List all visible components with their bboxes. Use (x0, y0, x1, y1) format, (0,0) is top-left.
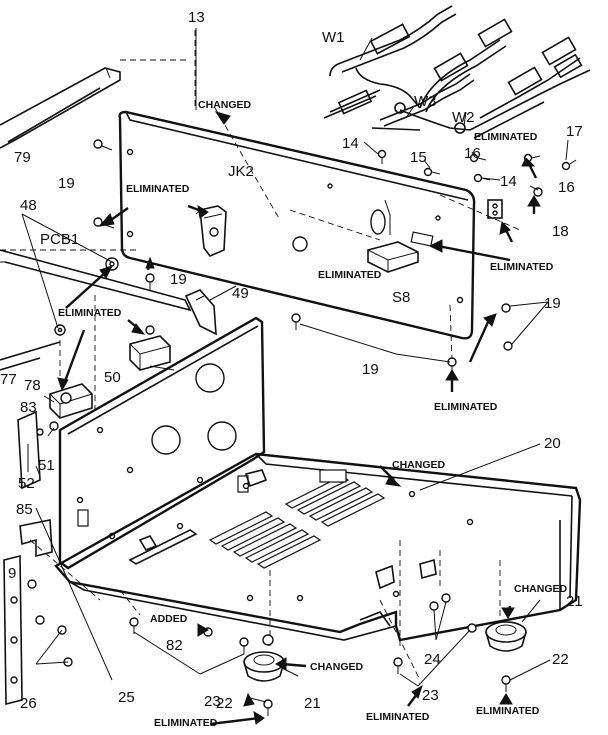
pointer-arrows (57, 111, 541, 726)
label-14-b: 14 (500, 173, 517, 190)
label-83: 83 (20, 399, 37, 416)
label-19-right: 19 (544, 295, 561, 312)
screw-16-b (533, 187, 543, 197)
foot-21-right (485, 621, 527, 652)
screw-19-bottom (291, 313, 301, 330)
label-52: 52 (18, 475, 35, 492)
screw-19-right-a (501, 303, 511, 313)
label-23-left: 23 (204, 693, 221, 710)
leader-lines (21, 28, 569, 703)
note-eliminated-top-right: ELIMINATED (474, 131, 538, 143)
note-changed-foot-right: CHANGED (514, 583, 568, 595)
label-w1: W1 (322, 29, 345, 46)
screw-19-top-left (93, 139, 113, 151)
label-25: 25 (118, 689, 135, 706)
screw-24-b (441, 593, 451, 603)
label-50: 50 (104, 369, 121, 386)
label-24: 24 (424, 651, 441, 668)
screw-22-b (501, 675, 511, 692)
left-top-panel (0, 67, 121, 149)
rear-connector (410, 231, 434, 247)
label-78: 78 (24, 377, 41, 394)
jack-jk2 (195, 205, 227, 257)
note-eliminated-bottom-left: ELIMINATED (154, 717, 218, 729)
label-s8: S8 (392, 289, 410, 306)
screw-14 (377, 149, 387, 164)
washer-eliminated-left (54, 324, 66, 336)
note-eliminated-right: ELIMINATED (490, 261, 554, 273)
screw-23-b (239, 637, 249, 654)
rear-panel (118, 110, 476, 340)
label-9: 9 (8, 565, 16, 582)
left-bracket-83-51-52 (17, 410, 59, 490)
note-changed-chassis: CHANGED (392, 459, 446, 471)
foot-21-left (243, 634, 285, 682)
note-eliminated-bottom-mid: ELIMINATED (366, 711, 430, 723)
part-number-labels: 13 W1 W3 W2 14 15 16 14 17 16 18 19 79 4… (0, 9, 583, 712)
note-eliminated-bottom-right: ELIMINATED (476, 705, 540, 717)
label-22-right: 22 (552, 651, 569, 668)
screw-23-a (129, 617, 139, 634)
note-labels: CHANGED ELIMINATED ELIMINATED ELIMINATED… (58, 99, 568, 729)
label-49: 49 (232, 285, 249, 302)
screw-22-a (263, 699, 273, 716)
label-85: 85 (16, 501, 33, 518)
label-18: 18 (552, 223, 569, 240)
label-19-jk: 19 (170, 271, 187, 288)
label-21-left: 21 (304, 695, 321, 712)
label-19-top-left: 19 (58, 175, 75, 192)
label-jk2: JK2 (228, 163, 254, 180)
screw-24-a (429, 601, 439, 611)
label-79: 79 (14, 149, 31, 166)
label-pcb1: PCB1 (40, 231, 79, 248)
part-50-block (129, 325, 171, 371)
label-48: 48 (20, 197, 37, 214)
cable-w3 (371, 52, 475, 134)
screw-19-right-b (503, 341, 513, 351)
screw-19-jk (145, 273, 155, 290)
bracket-18 (487, 199, 503, 219)
label-w3: W3 (414, 93, 437, 110)
cable-w1 (323, 5, 457, 119)
label-w2: W2 (452, 109, 475, 126)
part-85-bracket (19, 519, 53, 558)
label-82: 82 (166, 637, 183, 654)
note-added-82: ADDED (150, 613, 188, 625)
label-16-b: 16 (558, 179, 575, 196)
dashed-guide-lines (0, 30, 521, 681)
label-23-right: 23 (422, 687, 439, 704)
label-77: 77 (0, 371, 17, 388)
note-eliminated-pcb: ELIMINATED (58, 307, 122, 319)
switch-s8 (367, 241, 419, 273)
note-changed-rear-panel: CHANGED (198, 99, 252, 111)
screws-bottom (129, 593, 511, 716)
chassis-base (54, 452, 582, 642)
note-changed-foot-left: CHANGED (310, 661, 364, 673)
label-13: 13 (188, 9, 205, 26)
label-21-right: 21 (566, 593, 583, 610)
screw-15 (423, 167, 441, 177)
label-51: 51 (38, 457, 55, 474)
label-17: 17 (566, 123, 583, 140)
chassis-vent-slots (208, 475, 386, 569)
screw-23-c (393, 657, 403, 674)
label-22-left: 22 (216, 695, 233, 712)
note-eliminated-bottom-19: ELIMINATED (434, 401, 498, 413)
part-77-plate (0, 341, 61, 371)
note-eliminated-jk: ELIMINATED (126, 183, 190, 195)
label-20: 20 (544, 435, 561, 452)
label-16-a: 16 (464, 145, 481, 162)
screw-16-a (469, 153, 487, 163)
label-14-a: 14 (342, 135, 359, 152)
screw-17 (561, 159, 577, 171)
label-26: 26 (20, 695, 37, 712)
pcb1-board (0, 249, 192, 312)
screws-rear (93, 139, 577, 374)
label-15: 15 (410, 149, 427, 166)
label-19-bottom: 19 (362, 361, 379, 378)
note-eliminated-s8: ELIMINATED (318, 269, 382, 281)
bracket-49 (184, 289, 217, 336)
part-78-block (49, 383, 93, 419)
